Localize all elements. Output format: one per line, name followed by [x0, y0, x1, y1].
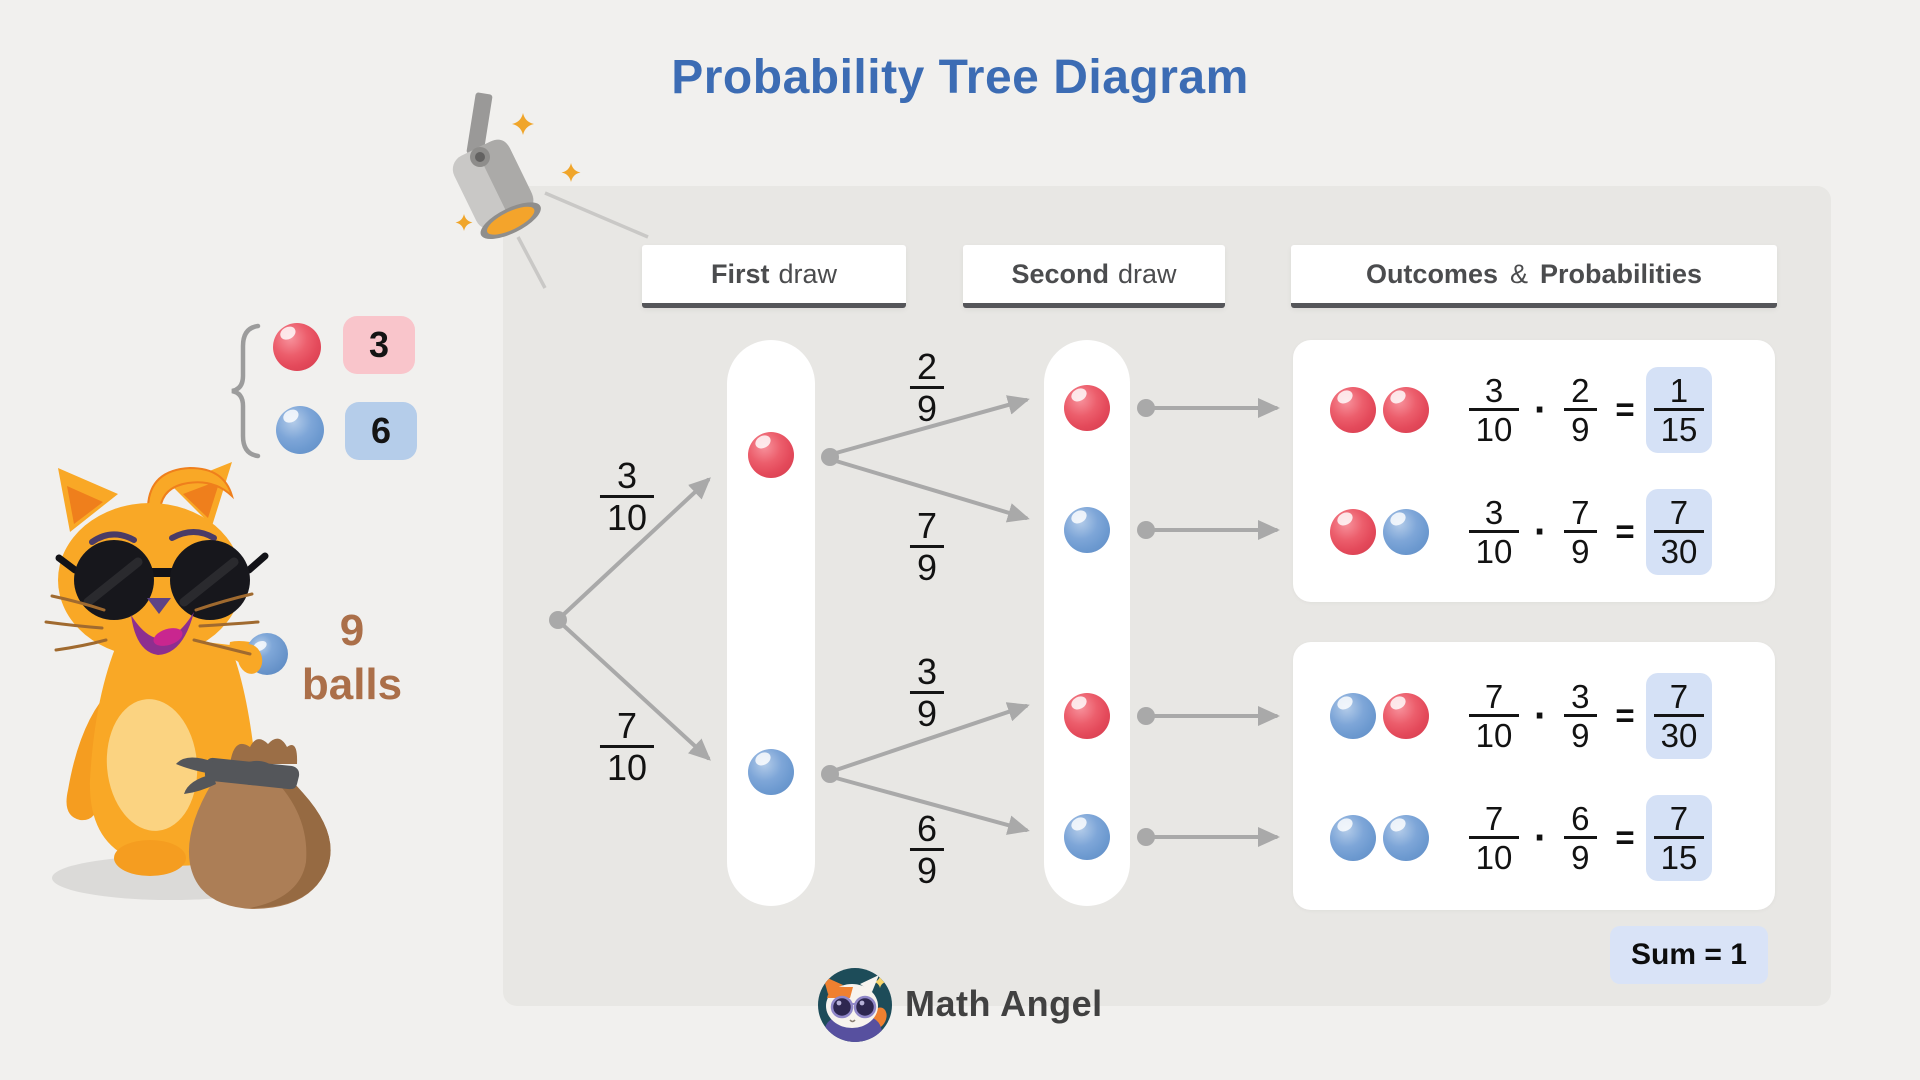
- tree-ball: [1064, 693, 1110, 739]
- equals-sign: =: [1615, 697, 1635, 734]
- sunglasses-icon: [55, 540, 269, 620]
- column-header-outcomes: Outcomes & Probabilities: [1291, 245, 1777, 308]
- equals-sign: =: [1615, 513, 1635, 550]
- sparkle-icon: [561, 163, 581, 182]
- outcome-ball: [1383, 509, 1429, 555]
- page-title: Probability Tree Diagram: [671, 51, 1249, 104]
- outcome-ball: [1330, 387, 1376, 433]
- outcome-ball: [1330, 509, 1376, 555]
- column-header-second-draw: Second draw: [963, 245, 1225, 308]
- cat-mascot: [44, 462, 288, 900]
- tree-ball: [1064, 814, 1110, 860]
- held-ball: [246, 633, 288, 675]
- outcome-ball: [1383, 815, 1429, 861]
- blue-count-badge: 6: [345, 402, 417, 460]
- brand-name: Math Angel: [905, 983, 1103, 1024]
- sparkle-icon: [455, 214, 473, 231]
- sum-badge: Sum = 1: [1610, 926, 1768, 984]
- total-balls-label: 9 balls: [301, 606, 403, 709]
- tree-ball: [748, 749, 794, 795]
- multiply-dot: ·: [1534, 815, 1548, 860]
- second-draw-column: [1044, 340, 1130, 906]
- outcome-ball: [1383, 693, 1429, 739]
- multiply-dot: ·: [1534, 387, 1548, 432]
- multiply-dot: ·: [1534, 693, 1548, 738]
- red-count-badge: 3: [343, 316, 415, 374]
- legend-ball: [276, 406, 324, 454]
- column-header-first-draw: First draw: [642, 245, 906, 308]
- whiskers: [44, 592, 260, 656]
- equals-sign: =: [1615, 819, 1635, 856]
- money-bag-icon: [176, 738, 331, 909]
- legend-brace: [231, 323, 261, 459]
- tree-ball: [1064, 507, 1110, 553]
- sparkle-icon: [512, 113, 534, 135]
- equals-sign: =: [1615, 391, 1635, 428]
- legend-ball: [273, 323, 321, 371]
- first-draw-column: [727, 340, 815, 906]
- tree-ball: [1064, 385, 1110, 431]
- outcome-ball: [1330, 693, 1376, 739]
- red-count: 3: [368, 324, 390, 365]
- blue-count: 6: [370, 410, 392, 451]
- multiply-dot: ·: [1534, 509, 1548, 554]
- outcome-ball: [1383, 387, 1429, 433]
- outcome-ball: [1330, 815, 1376, 861]
- tree-ball: [748, 432, 794, 478]
